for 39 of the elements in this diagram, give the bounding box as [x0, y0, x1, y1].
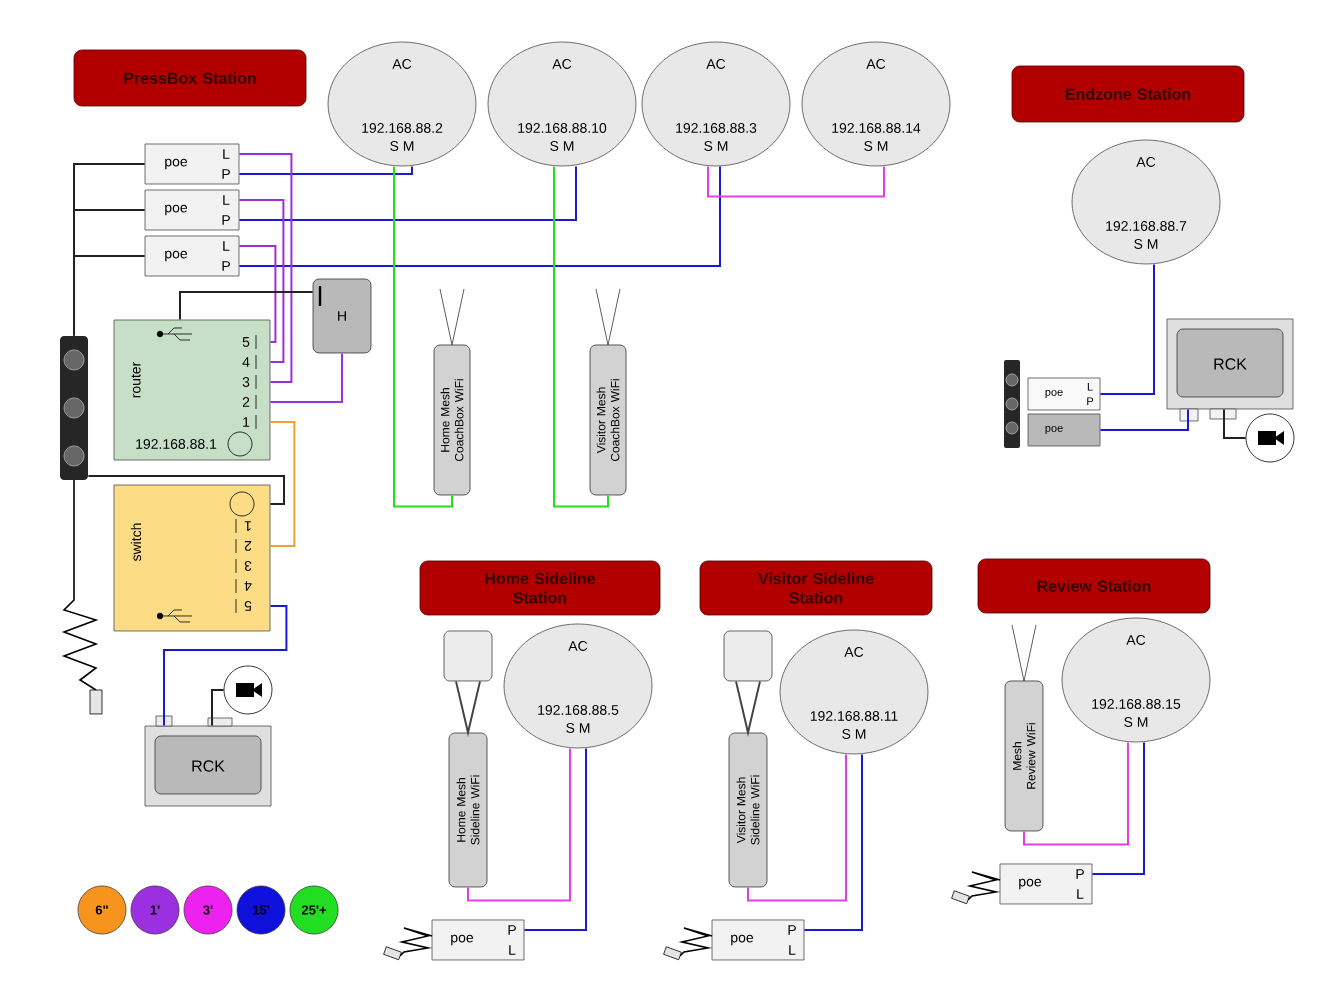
cable	[73, 255, 146, 337]
recorder-box: RCK	[144, 715, 272, 807]
cable	[238, 165, 721, 267]
cable	[523, 747, 587, 931]
cable	[269, 421, 296, 547]
station-banner: PressBox Station	[73, 49, 307, 107]
cable	[1223, 408, 1247, 439]
cable	[1091, 741, 1145, 875]
cable	[735, 680, 761, 737]
cable	[238, 199, 285, 363]
power-strip	[60, 336, 88, 480]
antenna-panel	[443, 630, 493, 682]
cable	[553, 165, 609, 508]
cable	[1023, 741, 1129, 846]
station-banner: Review Station	[977, 558, 1211, 614]
antenna-panel	[723, 630, 773, 682]
cable	[467, 747, 571, 902]
cable	[238, 165, 413, 175]
cable	[87, 475, 285, 505]
cable	[238, 245, 277, 343]
cable	[803, 753, 863, 931]
camera-icon	[1245, 413, 1295, 463]
station-banner: Home Sideline Station	[419, 560, 661, 616]
station-banner: Endzone Station	[1011, 65, 1245, 123]
cable	[393, 165, 453, 508]
cable	[707, 165, 885, 198]
cable	[269, 352, 343, 403]
cable	[747, 753, 847, 902]
cable	[455, 680, 481, 737]
cable	[179, 291, 314, 321]
cable	[211, 689, 225, 727]
cable	[1099, 263, 1155, 395]
cable	[163, 605, 288, 727]
cable	[1099, 408, 1189, 431]
camera-icon	[223, 665, 273, 715]
cable	[238, 165, 577, 221]
cable	[238, 153, 293, 383]
recorder-box: RCK	[1166, 318, 1294, 422]
station-banner: Visitor Sideline Station	[699, 560, 933, 616]
